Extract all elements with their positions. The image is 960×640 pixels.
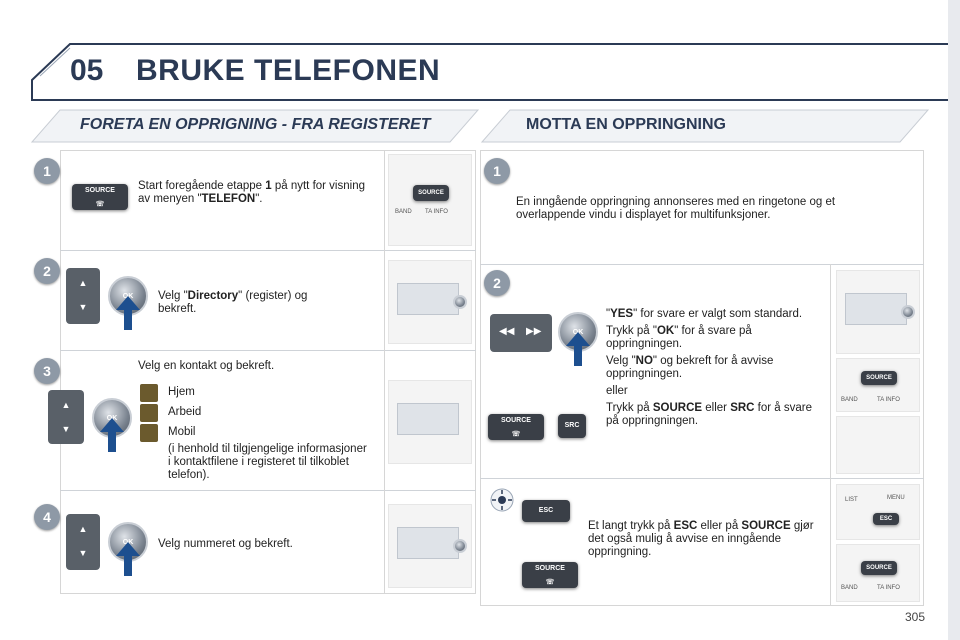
up-down-arrows[interactable]: ▲ ▼: [66, 514, 100, 570]
source-button-thumb: SOURCE: [861, 371, 897, 385]
step2-text: Velg "Directory" (register) og bekreft.: [158, 290, 308, 315]
option-mobile: Mobil: [168, 426, 196, 438]
phone-icon: ☏: [511, 431, 521, 438]
up-down-arrows[interactable]: ▲ ▼: [48, 390, 84, 444]
display-panel-thumbnail: [388, 380, 472, 464]
down-arrow-icon: ▼: [78, 548, 88, 558]
list-label: LIST: [845, 497, 858, 503]
forward-icon: ▶▶: [526, 326, 542, 337]
phone-icon: ☏: [545, 579, 555, 586]
display-panel-thumbnail: [836, 270, 920, 354]
divider: [480, 264, 924, 265]
phone-icon: ☏: [95, 201, 105, 208]
left-section-title: FORETA EN OPPRIGNING - FRA REGISTERET: [80, 116, 431, 133]
down-arrow-icon: ▼: [78, 302, 88, 312]
esc-button-thumb: ESC: [873, 513, 899, 525]
source-button-thumb: SOURCE: [861, 561, 897, 575]
reject-call-text: Et langt trykk på ESC eller på SOURCE gj…: [588, 520, 814, 558]
answer-instructions: "YES" for svare er valgt som standard. T…: [606, 308, 812, 427]
band-label: BAND: [841, 585, 858, 591]
step4-text: Velg nummeret og bekreft.: [158, 538, 293, 550]
rewind-icon: ◀◀: [499, 326, 515, 337]
chapter-title: BRUKE TELEFONEN: [136, 54, 441, 87]
radio-panel-thumbnail: SOURCE BAND TA INFO: [836, 544, 920, 602]
right-section-title-bar: [480, 109, 930, 143]
divider: [384, 150, 385, 594]
up-arrow-icon: ▲: [78, 524, 88, 534]
step-badge-2: 2: [484, 270, 510, 296]
option-work: Arbeid: [168, 406, 202, 418]
radio-panel-thumbnail: SOURCE BAND TA INFO: [836, 358, 920, 412]
divider: [60, 250, 476, 251]
up-arrow-icon: ▲: [78, 278, 88, 288]
right-edge-bar: [948, 0, 960, 640]
divider: [830, 264, 831, 606]
band-label: BAND: [395, 209, 412, 215]
divider: [480, 478, 924, 479]
radio-panel-thumbnail: SOURCE BAND TA INFO: [388, 154, 472, 246]
step-badge-3: 3: [34, 358, 60, 384]
right-section-title: MOTTA EN OPPRINGNING: [526, 116, 726, 133]
press-arrow-icon: [116, 296, 140, 330]
step1-text: Start foregående etappe 1 på nytt for vi…: [138, 180, 365, 205]
work-icon: [140, 404, 158, 422]
incoming-call-text: En inngående oppringning annonseres med …: [516, 196, 836, 221]
press-arrow-icon: [116, 542, 140, 576]
menu-label: MENU: [887, 495, 905, 501]
mobile-icon: [140, 424, 158, 442]
option-home: Hjem: [168, 386, 195, 398]
chapter-number: 05: [70, 54, 104, 87]
display-panel-thumbnail: [388, 260, 472, 344]
divider: [60, 350, 476, 351]
ta-info-label: TA INFO: [877, 585, 900, 591]
source-label: SOURCE: [85, 187, 115, 194]
step-badge-1: 1: [34, 158, 60, 184]
press-arrow-icon: [100, 418, 124, 452]
ta-info-label: TA INFO: [877, 397, 900, 403]
page-number: 305: [905, 610, 926, 624]
step3-text: Velg en kontakt og bekreft.: [138, 360, 275, 372]
long-press-icon: [490, 488, 514, 512]
seek-buttons[interactable]: ◀◀ ▶▶: [490, 314, 552, 352]
down-arrow-icon: ▼: [61, 424, 71, 434]
up-down-arrows[interactable]: ▲ ▼: [66, 268, 100, 324]
display-panel-thumbnail: [388, 504, 472, 588]
source-button[interactable]: SOURCE ☏: [488, 414, 544, 440]
source-button[interactable]: SOURCE ☏: [72, 184, 128, 210]
band-label: BAND: [841, 397, 858, 403]
steering-control-thumbnail: [836, 416, 920, 474]
source-button[interactable]: SOURCE ☏: [522, 562, 578, 588]
src-button[interactable]: SRC: [558, 414, 586, 438]
source-label: SOURCE: [535, 565, 565, 572]
home-icon: [140, 384, 158, 402]
step-badge-4: 4: [34, 504, 60, 530]
source-button-thumb: SOURCE: [413, 185, 449, 201]
press-arrow-icon: [566, 332, 590, 366]
esc-button[interactable]: ESC: [522, 500, 570, 522]
step-badge-2: 2: [34, 258, 60, 284]
divider: [60, 490, 476, 491]
menu-panel-thumbnail: LIST MENU ESC: [836, 484, 920, 540]
step3-note: (i henhold til tilgjengelige informasjon…: [168, 443, 367, 481]
source-label: SOURCE: [501, 417, 531, 424]
up-arrow-icon: ▲: [61, 400, 71, 410]
left-section-title-bar: [30, 109, 480, 143]
ta-info-label: TA INFO: [425, 209, 448, 215]
step-badge-1: 1: [484, 158, 510, 184]
